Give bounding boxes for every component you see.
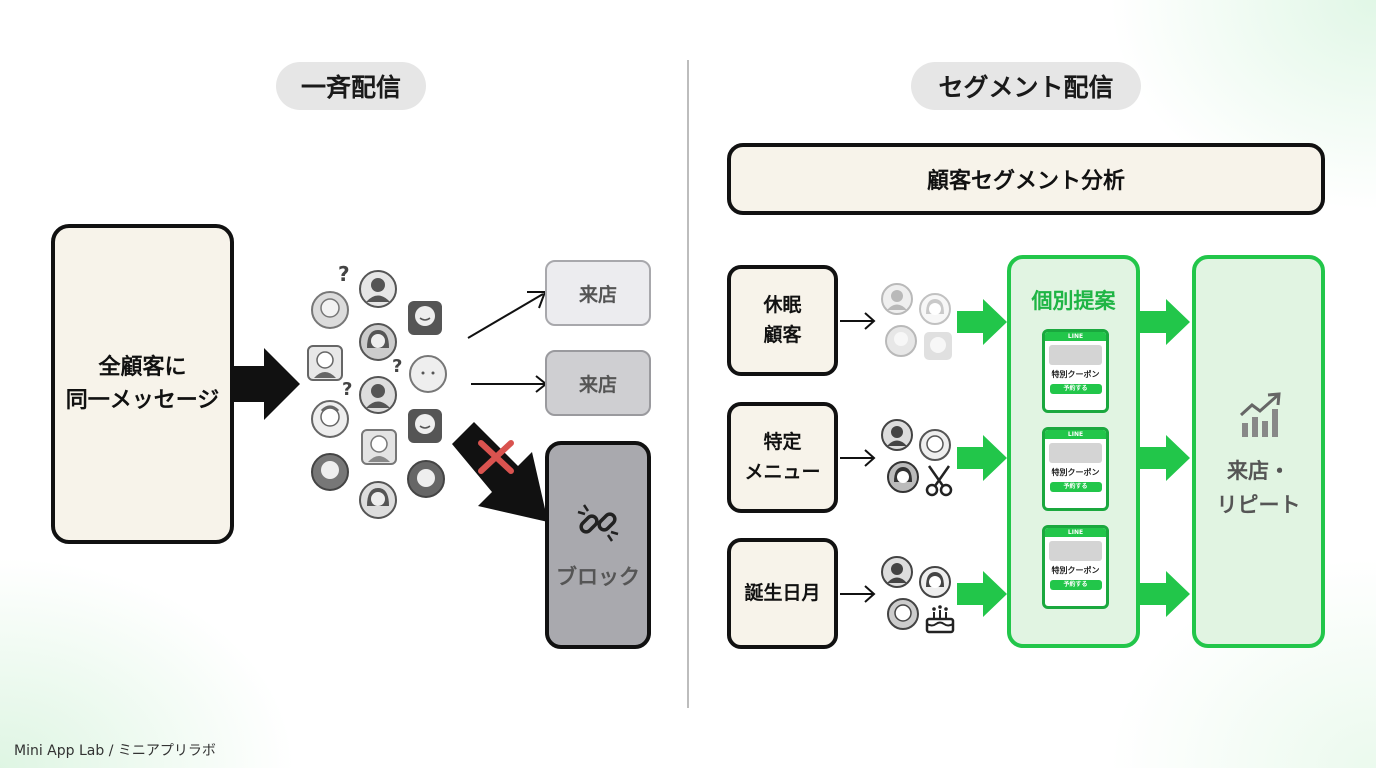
- coupon-text: 特別クーポン: [1051, 370, 1100, 379]
- result-line2: リピート: [1216, 492, 1301, 517]
- customer-crowd: ? ? ?: [300, 262, 460, 522]
- segment-arrow-1: [840, 312, 876, 330]
- question-mark: ?: [392, 356, 403, 377]
- line-coupon-card-1: LINE 特別クーポン 予約する: [1042, 329, 1109, 413]
- customer-avatar-icon: [359, 323, 397, 361]
- block-arrow: [452, 422, 548, 522]
- line-brand-label: LINE: [1045, 332, 1106, 341]
- customer-avatar-icon: [885, 325, 917, 357]
- customer-avatar-icon: [359, 270, 397, 308]
- segment-dormant-box: 休眠 顧客: [727, 265, 838, 376]
- line-coupon-card-3: LINE 特別クーポン 予約する: [1042, 525, 1109, 609]
- growth-chart-icon: [1239, 392, 1281, 437]
- cross-mark-icon: [478, 440, 514, 474]
- segment-menu-line1: 特定: [763, 431, 802, 454]
- green-arrow-6: [1140, 571, 1190, 617]
- segment-title: セグメント配信: [911, 62, 1141, 110]
- segment-arrow-3: [840, 585, 876, 603]
- segment-arrow-2: [840, 449, 876, 467]
- segment-analysis-bar: 顧客セグメント分析: [727, 143, 1325, 215]
- proposal-title: 個別提案: [1031, 289, 1116, 313]
- block-box: ブロック: [545, 441, 651, 649]
- same-message-line2: 同一メッセージ: [65, 388, 220, 413]
- customer-avatar-icon: [408, 409, 442, 443]
- customer-avatar-icon: [881, 419, 913, 451]
- coupon-image-placeholder: [1049, 443, 1102, 463]
- green-arrow-1: [957, 299, 1007, 345]
- reserve-button[interactable]: 予約する: [1049, 482, 1102, 492]
- line-brand-label: LINE: [1045, 528, 1106, 537]
- coupon-image-placeholder: [1049, 345, 1102, 365]
- segment-menu-line2: メニュー: [744, 460, 821, 483]
- arrow-to-visit-2: [471, 375, 548, 393]
- customer-avatar-icon: [924, 332, 952, 360]
- customer-avatar-icon: [919, 566, 951, 598]
- birthday-cake-icon: [925, 605, 955, 634]
- customer-avatar-icon: [307, 345, 343, 381]
- personal-proposal-box: 個別提案 LINE 特別クーポン 予約する LINE 特別クーポン 予約する L…: [1007, 255, 1140, 648]
- line-brand-label: LINE: [1045, 430, 1106, 439]
- segment-menu-box: 特定 メニュー: [727, 402, 838, 513]
- visit-box-2: 来店: [545, 350, 651, 416]
- customer-avatar-icon: [409, 355, 447, 393]
- customer-avatar-icon: [361, 429, 397, 465]
- question-mark: ?: [342, 379, 353, 400]
- green-arrow-5: [1140, 435, 1190, 481]
- send-arrow: [232, 348, 300, 420]
- question-mark: ?: [338, 262, 350, 286]
- dormant-customers: [880, 282, 956, 364]
- customer-avatar-icon: [311, 291, 349, 329]
- menu-customers: [880, 418, 960, 500]
- customer-avatar-icon: [919, 429, 951, 461]
- segment-dormant-line2: 顧客: [763, 323, 802, 346]
- coupon-text: 特別クーポン: [1051, 566, 1100, 575]
- customer-avatar-icon: [408, 301, 442, 335]
- coupon-image-placeholder: [1049, 541, 1102, 561]
- center-divider: [687, 60, 689, 708]
- visit-box-1: 来店: [545, 260, 651, 326]
- result-label: 来店・ リピート: [1196, 455, 1321, 522]
- green-arrow-2: [957, 435, 1007, 481]
- result-box: 来店・ リピート: [1192, 255, 1325, 648]
- same-message-box: 全顧客に 同一メッセージ: [51, 224, 234, 544]
- footer-credit: Mini App Lab / ミニアプリラボ: [14, 743, 216, 759]
- line-coupon-card-2: LINE 特別クーポン 予約する: [1042, 427, 1109, 511]
- segment-dormant-line1: 休眠: [763, 294, 802, 317]
- same-message-line1: 全顧客に: [98, 355, 187, 380]
- block-label: ブロック: [556, 565, 640, 589]
- arrow-to-visit-1: [467, 291, 547, 339]
- broken-link-icon: [577, 504, 619, 542]
- birthday-customers: [880, 555, 960, 637]
- customer-avatar-icon: [359, 376, 397, 414]
- result-line1: 来店・: [1227, 459, 1290, 483]
- customer-avatar-icon: [311, 400, 349, 438]
- customer-avatar-icon: [881, 283, 913, 315]
- customer-avatar-icon: [881, 556, 913, 588]
- customer-avatar-icon: [359, 481, 397, 519]
- scissors-icon: [925, 465, 953, 497]
- green-arrow-3: [957, 571, 1007, 617]
- customer-avatar-icon: [407, 460, 445, 498]
- customer-avatar-icon: [311, 453, 349, 491]
- coupon-text: 特別クーポン: [1051, 468, 1100, 477]
- customer-avatar-icon: [919, 293, 951, 325]
- reserve-button[interactable]: 予約する: [1049, 384, 1102, 394]
- segment-birthday-line1: 誕生日月: [744, 581, 821, 604]
- green-arrow-4: [1140, 299, 1190, 345]
- customer-avatar-icon: [887, 461, 919, 493]
- segment-birthday-box: 誕生日月: [727, 538, 838, 649]
- reserve-button[interactable]: 予約する: [1049, 580, 1102, 590]
- customer-avatar-icon: [887, 598, 919, 630]
- broadcast-title: 一斉配信: [276, 62, 426, 110]
